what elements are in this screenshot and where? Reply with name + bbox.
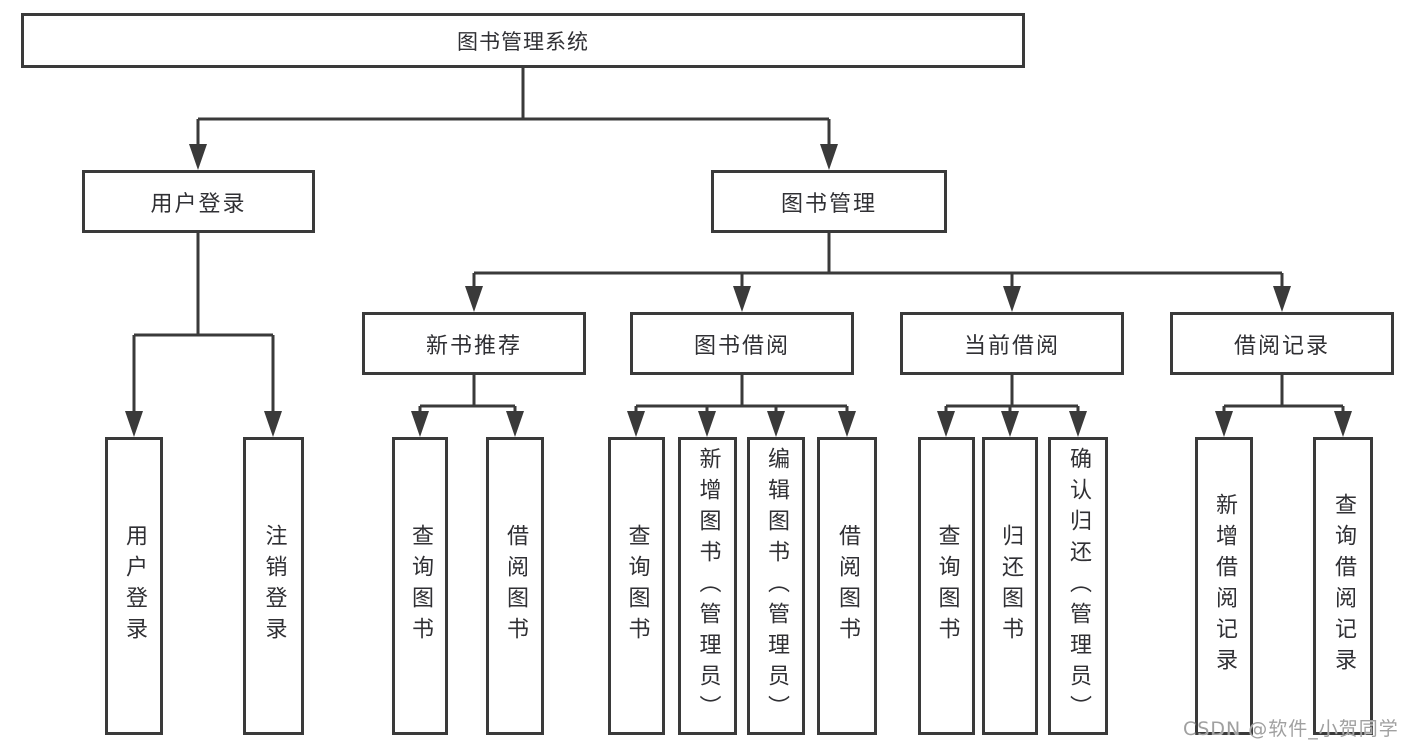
node-book-management: 图书管理 (711, 170, 947, 233)
leaf-user-login: 用户登录 (105, 437, 163, 735)
leaf-logout-login: 注销登录 (243, 437, 304, 735)
leaf-query-books-borrow-label: 查询图书 (624, 524, 650, 648)
node-book-borrowing: 图书借阅 (630, 312, 854, 375)
node-book-borrowing-label: 图书借阅 (693, 333, 790, 359)
leaf-borrow-books-recommend: 借阅图书 (486, 437, 544, 735)
node-current-borrowing-label: 当前借阅 (963, 333, 1060, 359)
node-book-management-label: 图书管理 (780, 191, 877, 217)
leaf-return-books-label: 归还图书 (998, 524, 1023, 648)
leaf-borrow-books-label: 借阅图书 (835, 524, 860, 648)
leaf-return-books: 归还图书 (982, 437, 1038, 735)
leaf-query-books-current: 查询图书 (918, 437, 975, 735)
leaf-query-books-current-label: 查询图书 (934, 524, 960, 648)
leaf-user-login-label: 用户登录 (122, 524, 147, 648)
csdn-watermark: CSDN @软件_小贺同学 (1183, 718, 1399, 740)
node-user-login-label: 用户登录 (150, 191, 247, 217)
node-root-label: 图书管理系统 (457, 29, 589, 54)
node-user-login: 用户登录 (82, 170, 315, 233)
leaf-logout-login-label: 注销登录 (261, 524, 287, 648)
leaf-confirm-return-admin: 确认归还（管理员） (1048, 437, 1108, 735)
leaf-add-books-admin: 新增图书（管理员） (678, 437, 737, 735)
node-new-book-recommend-label: 新书推荐 (425, 333, 522, 359)
node-borrowing-records: 借阅记录 (1170, 312, 1394, 375)
leaf-query-books-recommend: 查询图书 (392, 437, 448, 735)
leaf-query-borrow-record-label: 查询借阅记录 (1331, 493, 1356, 679)
leaf-query-books-recommend-label: 查询图书 (408, 524, 433, 648)
leaf-borrow-books-recommend-label: 借阅图书 (503, 524, 528, 648)
leaf-edit-books-admin: 编辑图书（管理员） (747, 437, 805, 735)
leaf-query-borrow-record: 查询借阅记录 (1313, 437, 1373, 735)
node-root: 图书管理系统 (21, 13, 1025, 68)
leaf-borrow-books: 借阅图书 (817, 437, 877, 735)
node-current-borrowing: 当前借阅 (900, 312, 1124, 375)
node-borrowing-records-label: 借阅记录 (1233, 333, 1330, 359)
node-new-book-recommend: 新书推荐 (362, 312, 586, 375)
leaf-add-borrow-record-label: 新增借阅记录 (1212, 493, 1237, 679)
leaf-query-books-borrow: 查询图书 (608, 437, 665, 735)
leaf-add-books-admin-label: 新增图书（管理员） (695, 446, 721, 726)
leaf-add-borrow-record: 新增借阅记录 (1195, 437, 1253, 735)
leaf-confirm-return-admin-label: 确认归还（管理员） (1066, 446, 1091, 726)
leaf-edit-books-admin-label: 编辑图书（管理员） (764, 446, 789, 726)
